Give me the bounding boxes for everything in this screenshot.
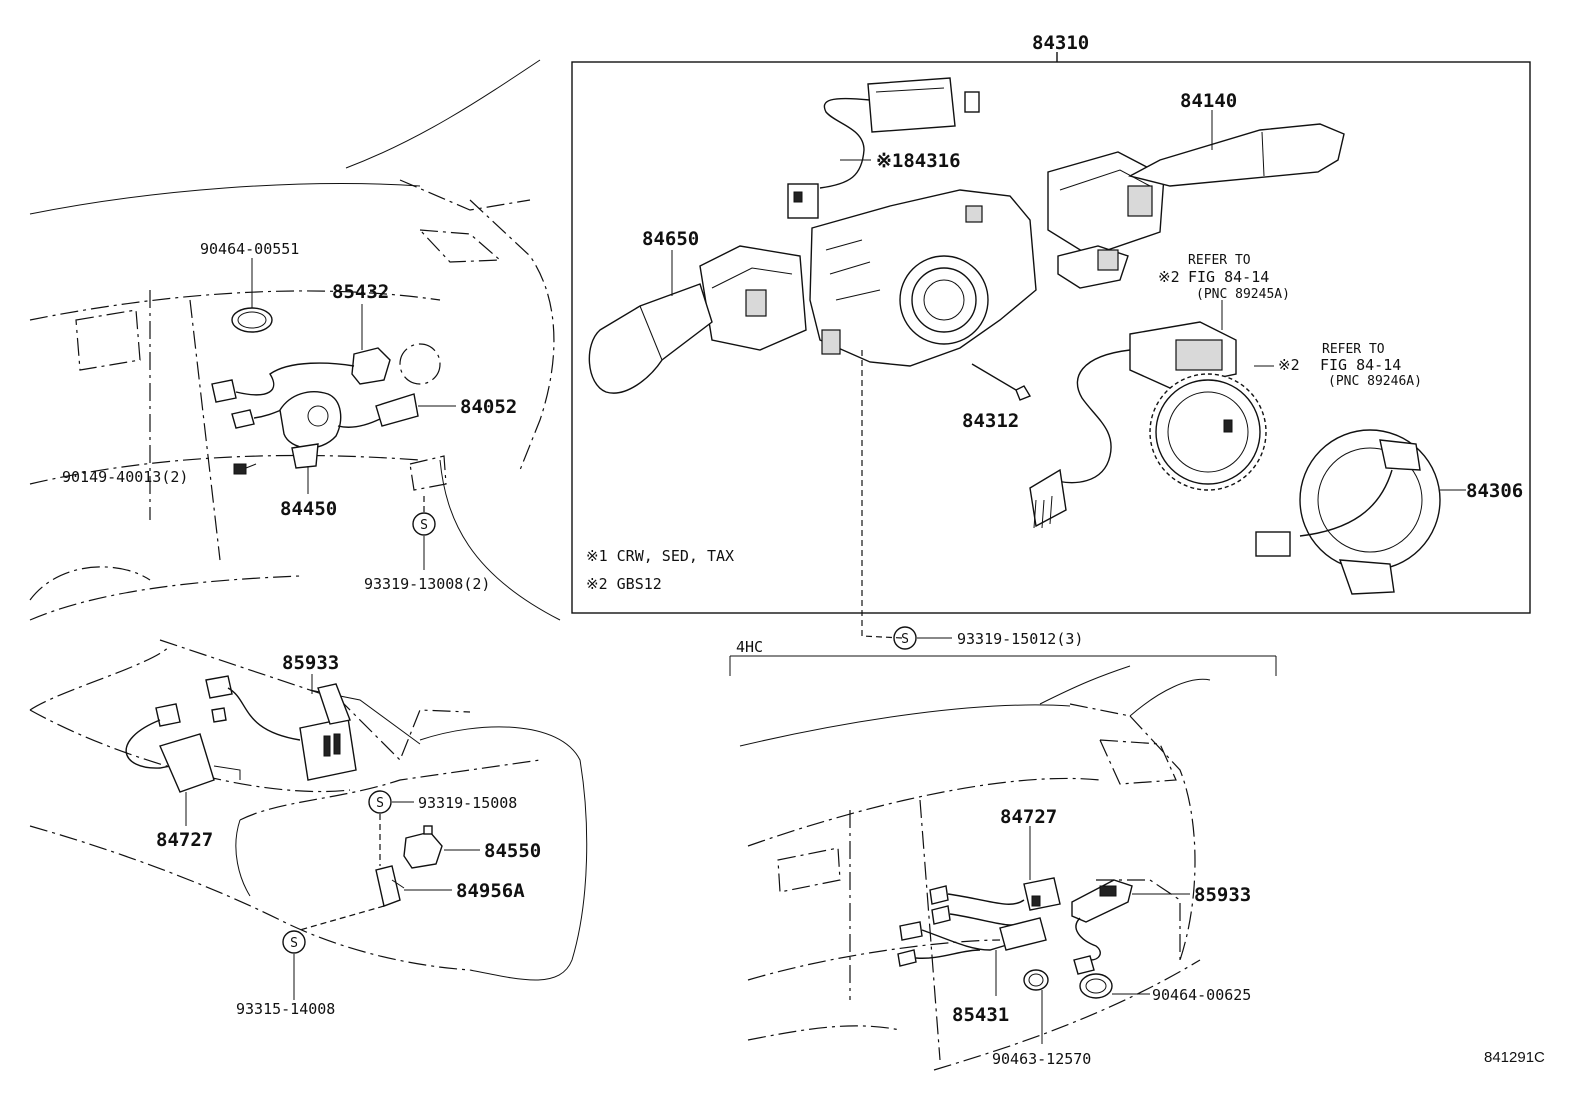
label-84450: 84450 <box>280 498 337 520</box>
label-90464-00551: 90464-00551 <box>200 240 299 258</box>
label-84140: 84140 <box>1180 90 1237 112</box>
refer1-line1: REFER TO <box>1188 253 1251 268</box>
refer1-line2: FIG 84-14 <box>1188 268 1269 286</box>
dashboard-bottom-right <box>739 665 1211 1071</box>
combination-switch-icon <box>809 189 1037 367</box>
refer2-line3: (PNC 89246A) <box>1328 374 1422 389</box>
label-84550: 84550 <box>484 840 541 862</box>
screw-marker-bottom: S <box>282 930 306 954</box>
label-84306: 84306 <box>1466 480 1523 502</box>
clock-spring-connector-icon <box>787 77 980 219</box>
label-84310: 84310 <box>1032 32 1089 54</box>
label-85432: 85432 <box>332 281 389 303</box>
svg-text:S: S <box>420 518 428 533</box>
figure-id: 841291C <box>1484 1049 1545 1066</box>
main-assembly-box: 84310 <box>571 32 1531 614</box>
turn-lever-icon <box>588 245 807 394</box>
label-93319-13008: 93319-13008(2) <box>364 575 490 593</box>
relay-icon <box>1071 879 1133 975</box>
label-84312: 84312 <box>962 410 1019 432</box>
label-84727-left: 84727 <box>156 829 213 851</box>
wire-harness-icon <box>897 885 1047 967</box>
label-85431: 85431 <box>952 1004 1009 1026</box>
sensor-ring-icon <box>1149 373 1267 491</box>
wire-harness-icon <box>125 675 301 793</box>
sensor-module-icon <box>1029 321 1237 529</box>
label-85933-left: 85933 <box>282 652 339 674</box>
svg-text:S: S <box>290 936 298 951</box>
note2: ※2 GBS12 <box>586 575 662 593</box>
relay-icon <box>1023 877 1061 911</box>
wire-harness-icon <box>211 362 419 469</box>
relay-icon <box>351 347 391 385</box>
clock-spring-icon <box>1255 429 1441 595</box>
label-184316: ※184316 <box>876 150 961 172</box>
label-84727-right: 84727 <box>1000 806 1057 828</box>
label-90149-40013: 90149-40013(2) <box>62 468 188 486</box>
label-93319-15012: 93319-15012(3) <box>957 630 1083 648</box>
refer1-mark: ※2 <box>1158 268 1180 286</box>
label-85933-right: 85933 <box>1194 884 1251 906</box>
svg-text:S: S <box>901 632 909 647</box>
note1: ※1 CRW, SED, TAX <box>586 547 734 565</box>
label-4hc: 4HC <box>736 638 763 656</box>
label-84650: 84650 <box>642 228 699 250</box>
label-93319-15008: 93319-15008 <box>418 794 517 812</box>
clamp-icon <box>1079 973 1113 999</box>
refer2-mark: ※2 <box>1278 356 1300 374</box>
screw-marker-main: S <box>893 626 917 650</box>
bolt-icon <box>233 463 257 475</box>
variant-4hc-bracket <box>729 655 1277 676</box>
screw-marker-mid: S <box>368 790 392 814</box>
dashboard-top-left <box>29 59 561 621</box>
screw-icon <box>971 363 1032 401</box>
label-84956A: 84956A <box>456 880 525 902</box>
screw-marker-tl: S <box>412 512 436 536</box>
label-84052: 84052 <box>460 396 517 418</box>
label-93315-14008: 93315-14008 <box>236 1000 335 1018</box>
refer1-line3: (PNC 89245A) <box>1196 287 1290 302</box>
label-90464-00625: 90464-00625 <box>1152 986 1251 1004</box>
wiper-switch-icon <box>1047 123 1345 289</box>
svg-text:S: S <box>376 796 384 811</box>
relay-icon <box>299 683 357 781</box>
clamp-icon <box>231 307 273 333</box>
clamp-icon <box>1023 969 1049 991</box>
bracket-icon <box>375 865 405 907</box>
label-90463-12570: 90463-12570 <box>992 1050 1091 1068</box>
switch-icon <box>403 825 443 869</box>
refer2-line1: REFER TO <box>1322 342 1385 357</box>
refer2-line2: FIG 84-14 <box>1320 356 1401 374</box>
